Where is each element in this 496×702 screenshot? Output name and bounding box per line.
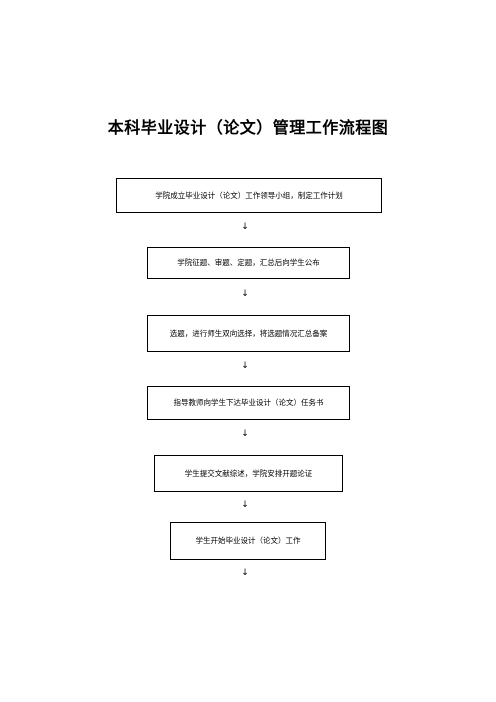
down-arrow-icon: ↓ <box>241 568 249 578</box>
flow-step-1: 学院成立毕业设计（论文）工作领导小组，制定工作计划 <box>116 178 382 213</box>
flow-step-6-text: 学生开始毕业设计（论文）工作 <box>195 536 301 545</box>
down-arrow-icon: ↓ <box>241 361 249 371</box>
page-title: 本科毕业设计（论文）管理工作流程图 <box>107 118 389 137</box>
down-arrow-icon: ↓ <box>241 222 249 232</box>
flow-step-2: 学院征题、审题、定题，汇总后向学生公布 <box>147 247 350 279</box>
flow-step-3: 选题，进行师生双向选择，将选题情况汇总备案 <box>147 315 350 352</box>
down-arrow-icon: ↓ <box>241 429 249 439</box>
down-arrow-icon: ↓ <box>241 289 249 299</box>
flow-step-4-text: 指导教师向学生下达毕业设计（论文）任务书 <box>173 398 324 407</box>
flow-step-6: 学生开始毕业设计（论文）工作 <box>170 522 326 560</box>
flow-step-5-text: 学生提交文献综述，学院安排开题论证 <box>184 468 313 478</box>
flow-step-3-text: 选题，进行师生双向选择，将选题情况汇总备案 <box>169 328 328 338</box>
flow-step-5: 学生提交文献综述，学院安排开题论证 <box>154 455 343 492</box>
flow-step-1-text: 学院成立毕业设计（论文）工作领导小组，制定工作计划 <box>155 190 343 200</box>
flow-step-2-text: 学院征题、审题、定题，汇总后向学生公布 <box>177 258 320 267</box>
flow-step-4: 指导教师向学生下达毕业设计（论文）任务书 <box>147 386 350 420</box>
down-arrow-icon: ↓ <box>241 500 249 510</box>
